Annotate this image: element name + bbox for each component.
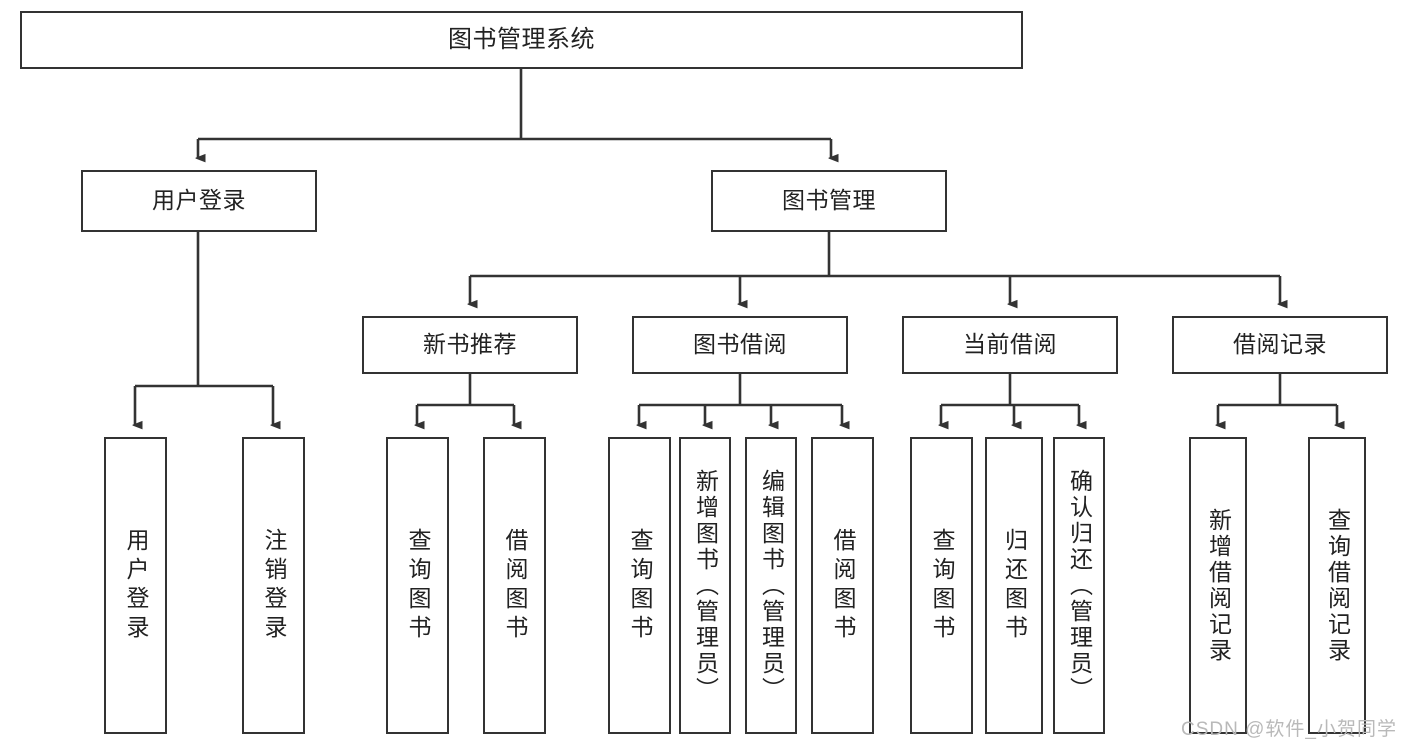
node-leaf-user-login[interactable]: 用户登录 <box>104 437 167 734</box>
node-leaf-borrow-book-1-label: 借阅图书 <box>502 527 528 644</box>
node-leaf-confirm-return-admin-label: 确认归还（管理员） <box>1066 468 1093 703</box>
node-leaf-query-borrow-record[interactable]: 查询借阅记录 <box>1308 437 1366 734</box>
node-leaf-borrow-book-2-label: 借阅图书 <box>830 527 856 644</box>
node-book-borrow-label: 图书借阅 <box>693 331 787 358</box>
node-borrow-record[interactable]: 借阅记录 <box>1172 316 1388 374</box>
node-leaf-add-book-admin-label: 新增图书（管理员） <box>692 468 719 703</box>
node-user-login[interactable]: 用户登录 <box>81 170 317 232</box>
node-user-login-label: 用户登录 <box>152 187 246 214</box>
node-root[interactable]: 图书管理系统 <box>20 11 1023 69</box>
node-leaf-return-book[interactable]: 归还图书 <box>985 437 1043 734</box>
node-leaf-user-logout-label: 注销登录 <box>261 527 287 644</box>
node-new-book-recommend[interactable]: 新书推荐 <box>362 316 578 374</box>
node-leaf-user-logout[interactable]: 注销登录 <box>242 437 305 734</box>
node-leaf-query-borrow-record-label: 查询借阅记录 <box>1324 507 1351 664</box>
node-leaf-query-book-1-label: 查询图书 <box>405 527 431 644</box>
node-leaf-edit-book-admin-label: 编辑图书（管理员） <box>758 468 785 703</box>
node-leaf-add-book-admin[interactable]: 新增图书（管理员） <box>679 437 731 734</box>
node-leaf-query-book-2-label: 查询图书 <box>627 527 653 644</box>
node-book-manage[interactable]: 图书管理 <box>711 170 947 232</box>
node-book-manage-label: 图书管理 <box>782 187 876 214</box>
node-book-borrow[interactable]: 图书借阅 <box>632 316 848 374</box>
node-new-book-recommend-label: 新书推荐 <box>423 331 517 358</box>
node-leaf-query-book-2[interactable]: 查询图书 <box>608 437 671 734</box>
node-leaf-confirm-return-admin[interactable]: 确认归还（管理员） <box>1053 437 1105 734</box>
node-leaf-edit-book-admin[interactable]: 编辑图书（管理员） <box>745 437 797 734</box>
node-root-label: 图书管理系统 <box>448 25 595 53</box>
node-current-borrow[interactable]: 当前借阅 <box>902 316 1118 374</box>
node-leaf-query-book-3[interactable]: 查询图书 <box>910 437 973 734</box>
node-leaf-user-login-label: 用户登录 <box>123 527 149 644</box>
csdn-watermark: CSDN @软件_小贺同学 <box>1181 719 1397 740</box>
node-borrow-record-label: 借阅记录 <box>1233 331 1327 358</box>
node-leaf-add-borrow-record-label: 新增借阅记录 <box>1205 507 1232 664</box>
node-leaf-add-borrow-record[interactable]: 新增借阅记录 <box>1189 437 1247 734</box>
node-leaf-borrow-book-1[interactable]: 借阅图书 <box>483 437 546 734</box>
node-leaf-return-book-label: 归还图书 <box>1001 527 1028 644</box>
node-leaf-borrow-book-2[interactable]: 借阅图书 <box>811 437 874 734</box>
node-leaf-query-book-3-label: 查询图书 <box>929 527 955 644</box>
node-leaf-query-book-1[interactable]: 查询图书 <box>386 437 449 734</box>
node-current-borrow-label: 当前借阅 <box>963 331 1057 358</box>
